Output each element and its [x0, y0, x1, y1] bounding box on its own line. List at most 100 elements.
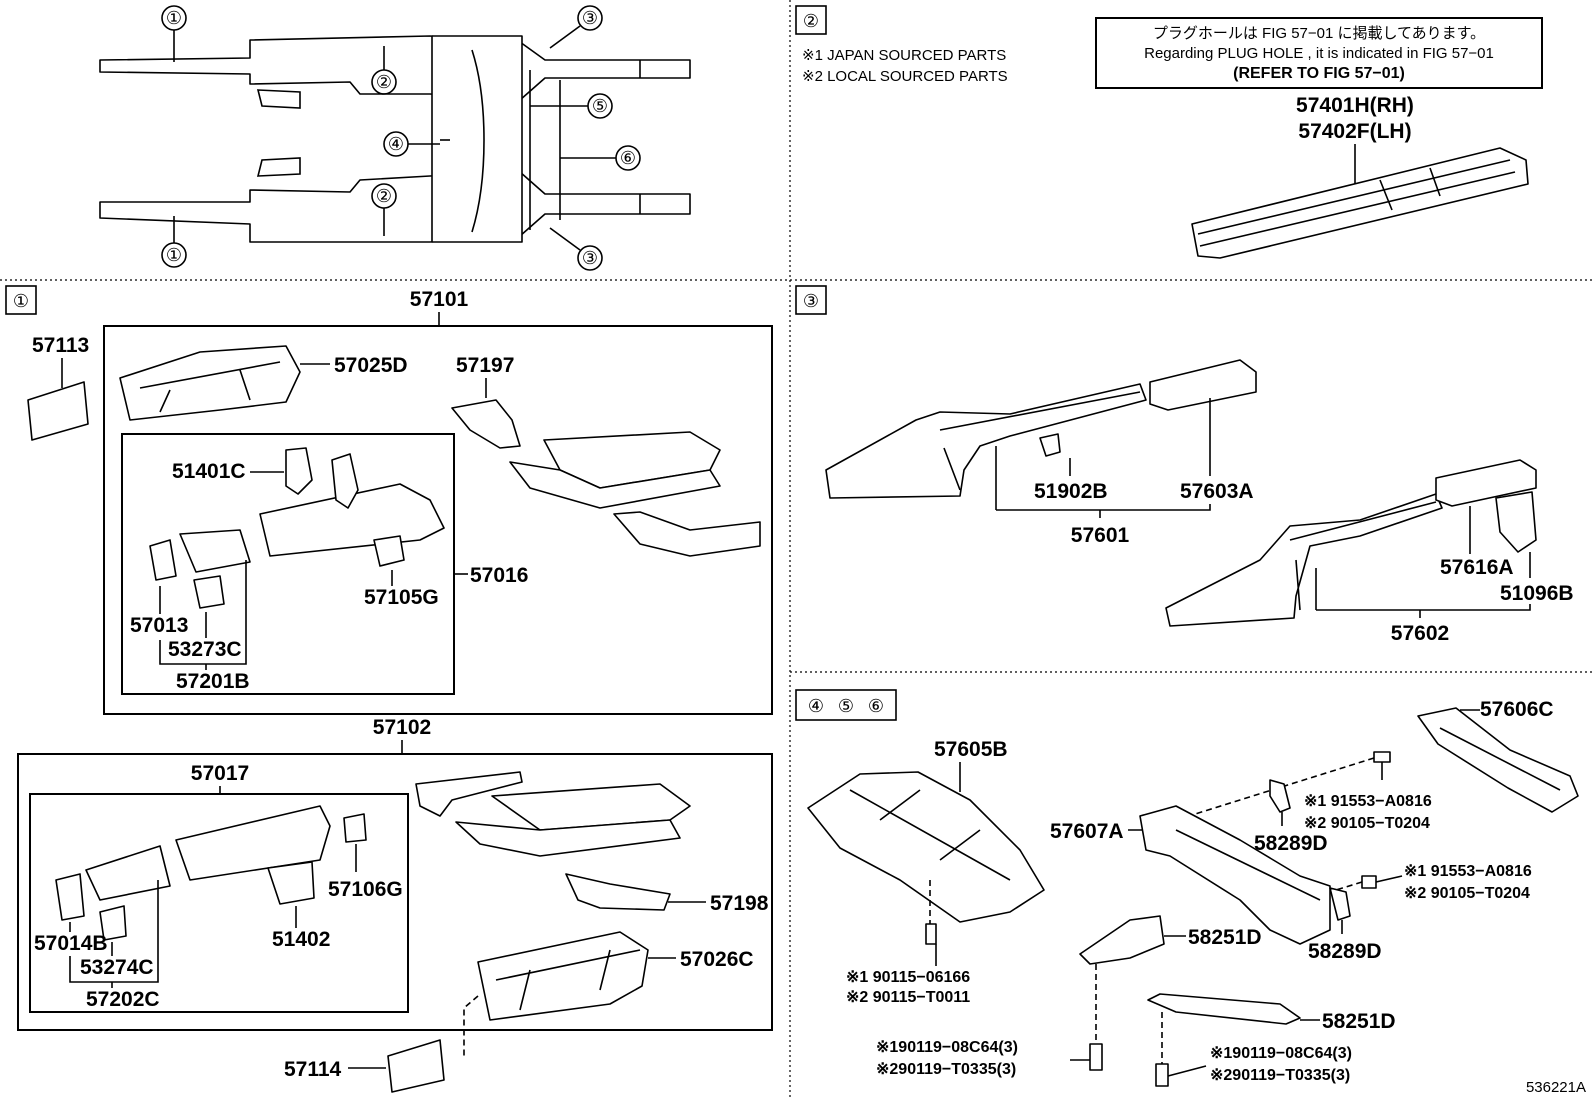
part-57607A: 57607A — [1050, 820, 1124, 843]
part-57013: 57013 — [130, 614, 188, 637]
part-58251D-lower: 58251D — [1322, 1010, 1396, 1033]
bracket-front-57016 — [331, 453, 359, 509]
section-456-header-4: ④ — [808, 696, 824, 716]
section-2: ② ※1 JAPAN SOURCED PARTS ※2 LOCAL SOURCE… — [795, 5, 1543, 259]
plug-hole-note-ref: (REFER TO FIG 57−01) — [1233, 65, 1405, 82]
fastener-90119-08C64-left: ※190119−08C64(3) — [876, 1039, 1018, 1056]
part-57113: 57113 — [32, 334, 89, 357]
brace-58251D-upper — [1079, 915, 1165, 965]
fastener-91553-A0816-top: ※1 91553−A0816 — [1304, 793, 1432, 810]
group-57017-box — [29, 793, 409, 1013]
note-japan-sourced: ※1 JAPAN SOURCED PARTS — [802, 47, 1006, 64]
part-57197: 57197 — [456, 354, 514, 377]
part-51096B: 51096B — [1500, 582, 1574, 605]
mount-57014B — [55, 873, 85, 921]
bracket-53273C — [193, 575, 225, 609]
part-57601: 57601 — [1071, 524, 1130, 547]
member-57616A — [1435, 459, 1537, 507]
section-3: ③ 51902B 57603A 57601 57616A 51096B 5760… — [795, 285, 1574, 645]
part-57105G: 57105G — [364, 586, 439, 609]
group-57016-box — [121, 433, 455, 695]
rear-side-member-lh — [1165, 493, 1443, 627]
bracket-57105G — [373, 535, 405, 567]
brace-lower — [415, 771, 523, 817]
part-51902B: 51902B — [1034, 480, 1108, 503]
part-57014B: 57014B — [34, 932, 108, 955]
note-local-sourced: ※2 LOCAL SOURCED PARTS — [802, 68, 1008, 85]
part-57016: 57016 — [470, 564, 528, 587]
fastener-90105-T0204-mid: ※2 90105−T0204 — [1404, 885, 1530, 902]
fastener-90105-T0204-top: ※2 90105−T0204 — [1304, 815, 1430, 832]
plug-hole-note-en: Regarding PLUG HOLE , it is indicated in… — [1144, 45, 1494, 62]
section-2-header: ② — [803, 11, 819, 31]
part-51401C: 51401C — [172, 460, 246, 483]
part-57017: 57017 — [191, 762, 249, 785]
member-57603A — [1149, 359, 1257, 411]
part-58289D-upper: 58289D — [1254, 832, 1328, 855]
callout-1-top: ① — [166, 8, 182, 28]
callout-6: ⑥ — [620, 148, 636, 168]
floor-side-lower-upper — [491, 783, 691, 831]
member-57201B — [179, 529, 251, 573]
part-53274C: 53274C — [80, 956, 154, 979]
section-456: ④ ⑤ ⑥ 57605B ※1 90115−06166 ※2 90115−T00… — [795, 689, 1586, 1096]
brace-57198 — [565, 873, 671, 911]
fastener-90119-T0335-right: ※290119−T0335(3) — [1210, 1067, 1350, 1084]
bolt-91553-mid — [1361, 875, 1377, 889]
callout-2-top: ② — [376, 72, 392, 92]
overview-floor-plan — [99, 35, 691, 243]
group-57102-box — [17, 753, 773, 1031]
overview-callouts: ① ① ② ② ③ ③ ④ ⑤ ⑥ — [161, 5, 641, 271]
part-53273C: 53273C — [168, 638, 242, 661]
part-57201B: 57201B — [176, 670, 250, 693]
fastener-90115-06166: ※1 90115−06166 — [846, 969, 970, 986]
fastener-91553-A0816-mid: ※1 91553−A0816 — [1404, 863, 1532, 880]
part-57402F: 57402F(LH) — [1298, 120, 1411, 143]
callout-4: ④ — [388, 134, 404, 154]
rocker-panel — [1191, 147, 1529, 259]
part-57198: 57198 — [710, 892, 769, 915]
part-57114: 57114 — [284, 1058, 342, 1081]
callout-3-bottom: ③ — [582, 248, 598, 268]
section-3-header: ③ — [803, 291, 819, 311]
section-1-header: ① — [13, 291, 29, 311]
section-1: ① 57101 57113 57025D 57197 57016 51401C … — [5, 285, 773, 1093]
callout-5: ⑤ — [592, 96, 608, 116]
part-57101: 57101 — [410, 288, 469, 311]
floor-side-lower-mid — [455, 819, 681, 857]
bracket-57113 — [27, 381, 89, 441]
floor-pan-57605B — [807, 771, 1045, 923]
part-57606C: 57606C — [1480, 698, 1554, 721]
part-58289D-lower: 58289D — [1308, 940, 1382, 963]
mount-57013 — [149, 539, 177, 581]
bracket-51402 — [267, 861, 315, 905]
rear-side-member-rh — [825, 383, 1147, 499]
bracket-51401C — [285, 447, 313, 495]
member-57202C — [85, 845, 171, 901]
plug-hole-note-jp: プラグホールは FIG 57−01 に掲載してあります。 — [1153, 25, 1485, 42]
part-57605B: 57605B — [934, 738, 1008, 761]
part-57102: 57102 — [373, 716, 431, 739]
bracket-58289D-upper — [1269, 779, 1291, 813]
part-51402: 51402 — [272, 928, 330, 951]
figure-id: 536221A — [1526, 1079, 1586, 1096]
cross-member-57606C — [1417, 707, 1579, 813]
bracket-51096B — [1495, 491, 1537, 553]
part-57025D: 57025D — [334, 354, 408, 377]
bolt-90119-right — [1155, 1063, 1169, 1087]
group-57101-box — [103, 325, 773, 715]
part-57603A: 57603A — [1180, 480, 1254, 503]
cross-member-57607A — [1139, 805, 1331, 945]
plug-hole-note-box — [1095, 17, 1543, 89]
bracket-53274C — [99, 905, 127, 941]
section-456-header-6: ⑥ — [868, 696, 884, 716]
bracket-57114 — [387, 1039, 445, 1093]
part-57026C: 57026C — [680, 948, 754, 971]
callout-1-bottom: ① — [166, 245, 182, 265]
part-57202C: 57202C — [86, 988, 160, 1011]
part-58251D-upper: 58251D — [1188, 926, 1262, 949]
section-456-header-5: ⑤ — [838, 696, 854, 716]
callout-3-top: ③ — [582, 8, 598, 28]
floor-side-mid — [509, 461, 721, 509]
bracket-57106G — [343, 813, 367, 843]
